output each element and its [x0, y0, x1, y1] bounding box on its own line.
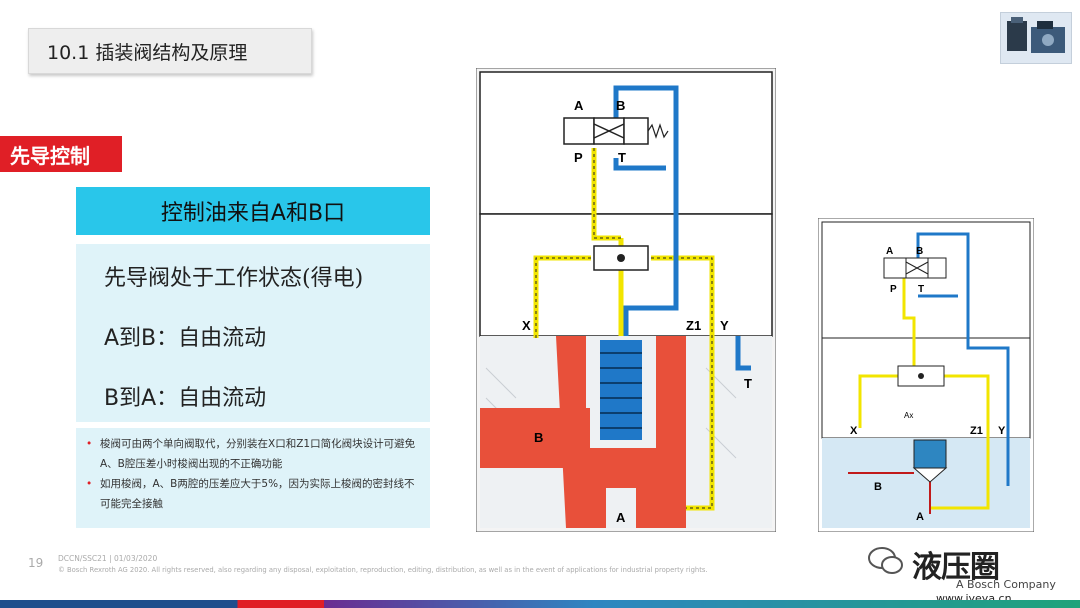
label-y: Y — [720, 318, 729, 333]
sym-label-t: T — [918, 284, 924, 295]
label-t: T — [618, 150, 626, 165]
note-text: 如用梭阀，A、B两腔的压差应大于5%，因为实际上梭阀的密封线不可能完全接触 — [100, 478, 415, 510]
label-port-b: B — [534, 430, 543, 445]
label-t-out: T — [744, 376, 752, 391]
label-a: A — [574, 98, 584, 113]
watermark: 液压圈 — [858, 540, 1080, 585]
sym-label-b: B — [916, 246, 923, 257]
watermark-text: 液压圈 — [912, 550, 1000, 585]
note-text: 梭阀可由两个单向阀取代，分别装在X口和Z1口简化阀块设计可避免A、B腔压差小时梭… — [100, 438, 416, 470]
sym-label-a: A — [886, 246, 893, 257]
notes-box: • 梭阀可由两个单向阀取代，分别装在X口和Z1口简化阀块设计可避免A、B腔压差小时… — [76, 428, 430, 528]
note-item: • 梭阀可由两个单向阀取代，分别装在X口和Z1口简化阀块设计可避免A、B腔压差小时… — [86, 434, 420, 474]
product-image — [1000, 12, 1072, 64]
section-tag-text: 先导控制 — [10, 143, 90, 168]
company-name: A Bosch Company — [956, 578, 1056, 591]
state-line-1: 先导阀处于工作状态(得电) — [104, 266, 364, 291]
label-x: X — [522, 318, 531, 333]
label-port-a: A — [616, 510, 626, 525]
doc-reference: DCCN/SSC21 | 01/03/2020 — [58, 554, 158, 563]
state-line-3: B到A：自由流动 — [104, 386, 267, 411]
label-z1: Z1 — [686, 318, 701, 333]
note-item: • 如用梭阀，A、B两腔的压差应大于5%，因为实际上梭阀的密封线不可能完全接触 — [86, 474, 420, 514]
slide-title-text: 10.1 插装阀结构及原理 — [47, 41, 248, 64]
sym-label-p: P — [890, 284, 897, 295]
label-b: B — [616, 98, 625, 113]
control-header: 控制油来自A和B口 — [76, 187, 430, 235]
state-line-2: A到B：自由流动 — [104, 326, 267, 351]
sym-label-z1: Z1 — [970, 425, 983, 437]
sym-label-y: Y — [998, 425, 1006, 437]
bullet-icon: • — [86, 438, 93, 450]
slide-title: 10.1 插装阀结构及原理 — [28, 28, 312, 74]
wechat-icon — [868, 547, 903, 574]
symbol-diagram: A B P T X Z1 Y Ax B A — [818, 218, 1034, 532]
control-header-text: 控制油来自A和B口 — [160, 201, 346, 226]
page-number: 19 — [28, 556, 44, 570]
legal-notice: © Bosch Rexroth AG 2020. All rights rese… — [58, 566, 708, 574]
sym-label-port-a: A — [916, 511, 924, 523]
sym-label-ax: Ax — [904, 411, 913, 420]
label-p: P — [574, 150, 583, 165]
section-tag: 先导控制 — [0, 136, 122, 172]
bullet-icon: • — [86, 478, 93, 490]
sym-label-port-b: B — [874, 481, 882, 493]
state-box: 先导阀处于工作状态(得电) A到B：自由流动 B到A：自由流动 — [76, 244, 430, 422]
cartridge-valve-diagram: A B P T X Z1 Y T B A — [476, 68, 776, 532]
sym-label-x: X — [850, 425, 858, 437]
brand-bar — [0, 600, 1080, 608]
